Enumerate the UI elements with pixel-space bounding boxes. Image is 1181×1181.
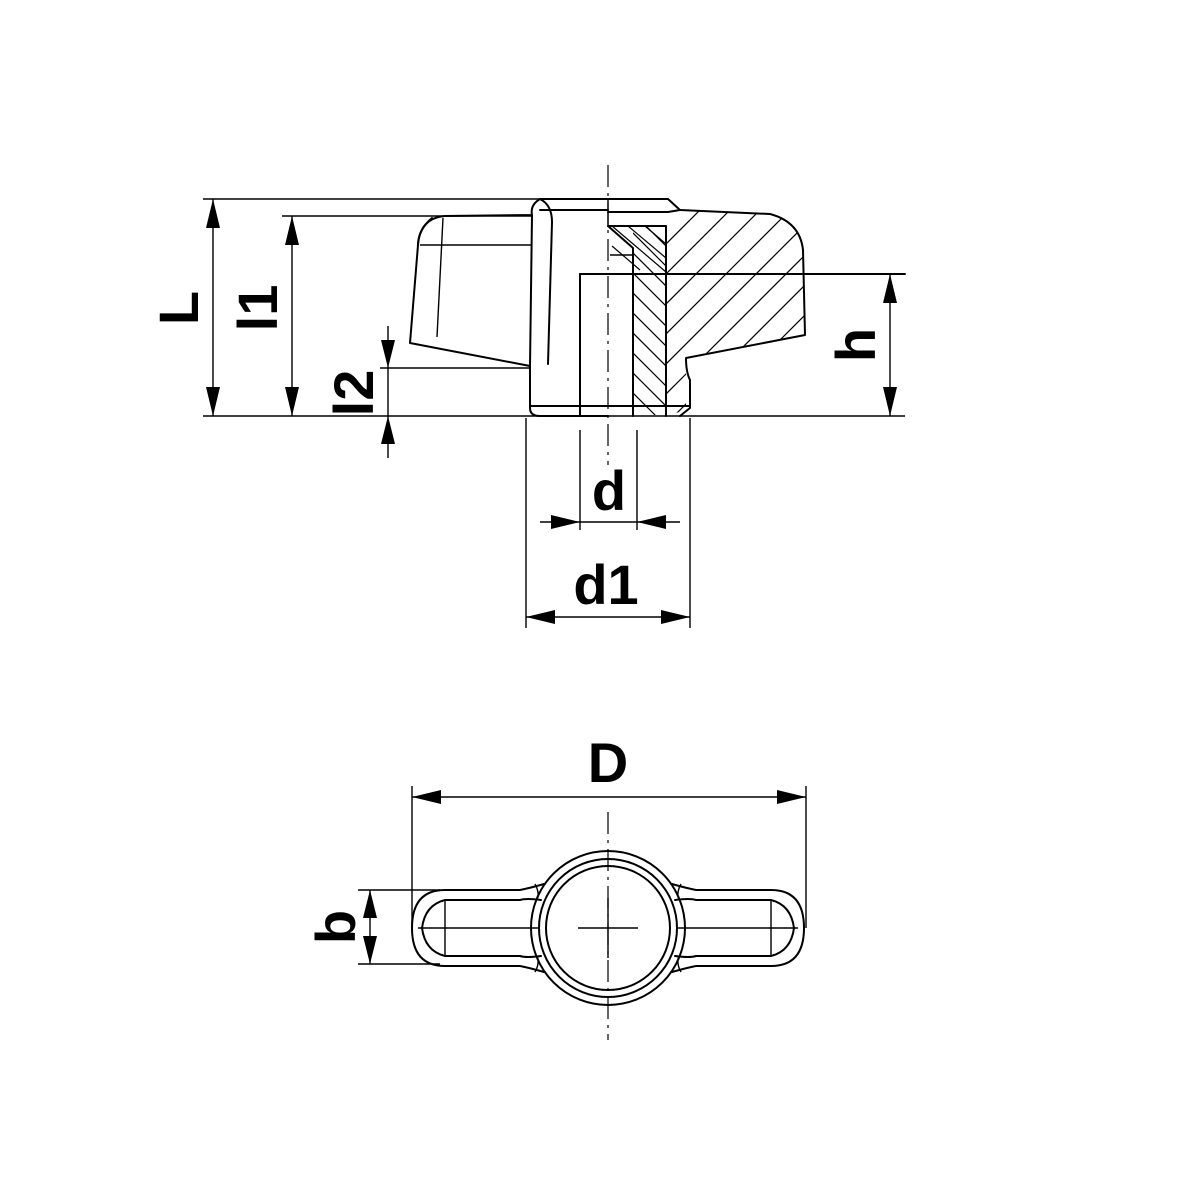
dimension-d: d — [540, 430, 680, 530]
dimension-l2: l2 — [322, 326, 395, 458]
label-l2: l2 — [322, 370, 385, 417]
side-view-dimensions: L l1 l2 h d — [147, 198, 905, 628]
top-view-dimensions: D b — [304, 731, 807, 965]
top-view — [411, 812, 805, 1040]
label-d: d — [592, 459, 626, 522]
dimension-L: L — [147, 199, 220, 416]
body-hatching — [666, 210, 805, 416]
label-d1: d1 — [573, 553, 638, 616]
label-L: L — [147, 291, 210, 325]
side-view — [409, 165, 906, 465]
wing-right — [671, 883, 805, 973]
dimension-h: h — [824, 274, 897, 416]
dimension-d1: d1 — [525, 418, 691, 628]
label-h: h — [824, 328, 887, 362]
label-l1: l1 — [226, 285, 289, 332]
insert-hatching — [633, 226, 666, 415]
body-section — [611, 210, 805, 416]
dimension-b: b — [304, 889, 440, 965]
label-D: D — [588, 731, 628, 794]
dimension-D: D — [411, 731, 807, 928]
dimension-l1: l1 — [226, 216, 299, 416]
body-outline-right — [607, 198, 806, 417]
label-b: b — [304, 910, 367, 944]
